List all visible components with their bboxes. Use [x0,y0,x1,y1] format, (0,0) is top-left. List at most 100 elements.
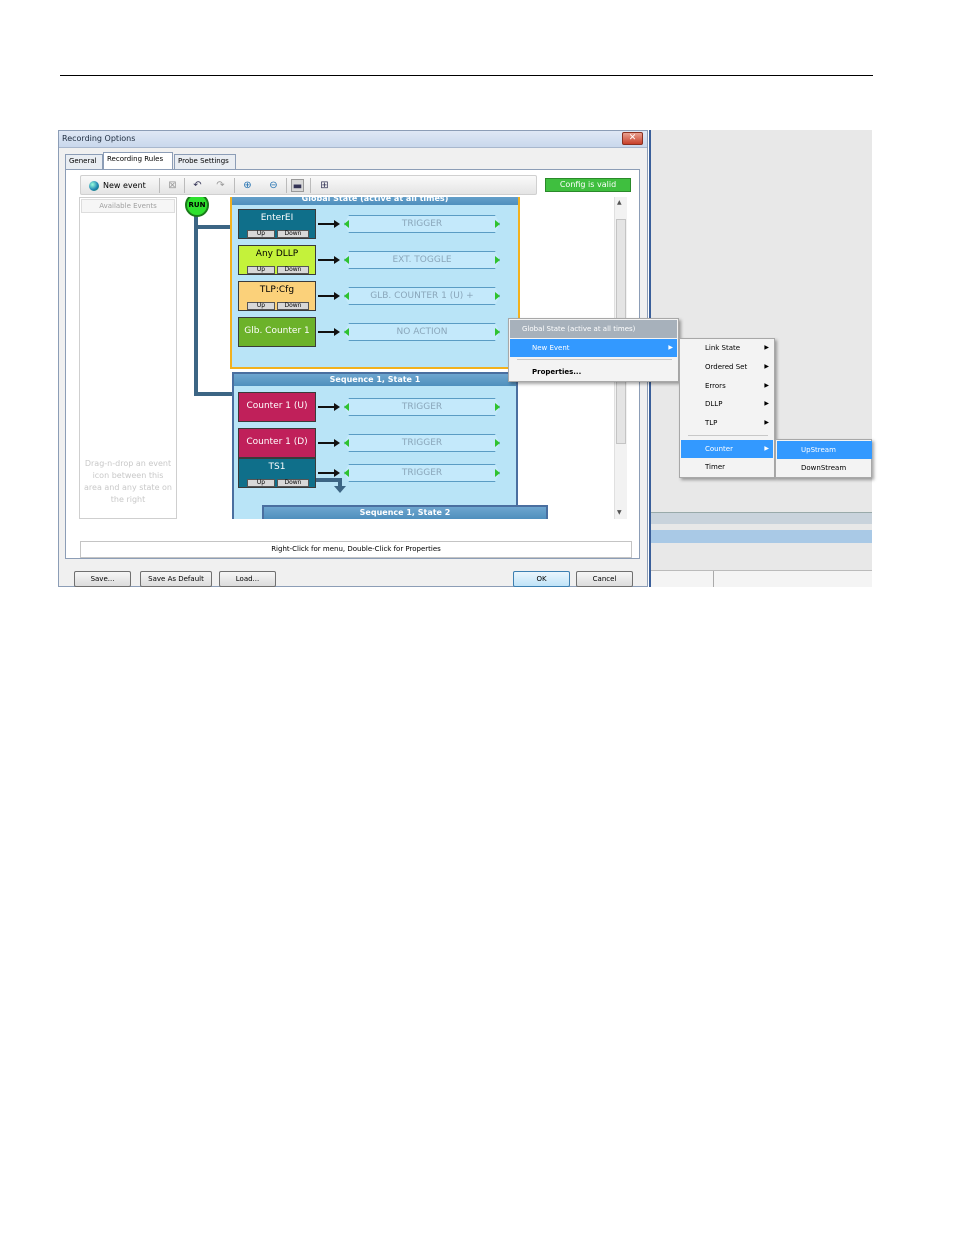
action-trigger[interactable]: TRIGGER [344,215,500,233]
submenu-arrow-icon: ▶ [764,445,769,452]
action-left-tip [344,328,349,336]
down-toggle[interactable]: Down [277,479,309,487]
sequence1-state1-title: Sequence 1, State 1 [234,374,516,386]
event-ts1[interactable]: TS1 Up Down [238,458,316,488]
action-trigger[interactable]: TRIGGER [344,398,500,416]
bg-panel-header [651,512,872,524]
action-label: TRIGGER [344,215,500,233]
global-state-title: Global State (active at all times) [232,197,518,205]
menu-item-label: New Event [532,344,570,352]
status-hint: Right-Click for menu, Double-Click for P… [80,541,632,558]
view-icon[interactable]: ▬ [291,179,304,192]
event-any-dllp[interactable]: Any DLLP Up Down [238,245,316,275]
menu-item-dllp[interactable]: DLLP▶ [681,395,773,413]
properties-icon[interactable]: ⊞ [320,180,329,191]
sequence1-state2-title: Sequence 1, State 2 [264,507,546,519]
cancel-button[interactable]: Cancel [576,571,633,587]
menu-item-label: Link State [705,344,741,352]
action-no-action[interactable]: NO ACTION [344,323,500,341]
action-left-tip [344,256,349,264]
flow-line [338,478,342,488]
action-left-tip [344,439,349,447]
tab-recording-rules[interactable]: Recording Rules [103,152,173,170]
close-button[interactable]: ✕ [622,132,643,145]
menu-item-link-state[interactable]: Link State ▶ [681,339,773,357]
event-tlp-cfg[interactable]: TLP:Cfg Up Down [238,281,316,311]
down-toggle[interactable]: Down [277,302,309,310]
action-glb-counter[interactable]: GLB. COUNTER 1 (U) + [344,287,500,305]
undo-icon[interactable]: ↶ [193,180,202,191]
connector-arrow [318,403,340,411]
redo-icon[interactable]: ↷ [216,180,225,191]
up-toggle[interactable]: Up [247,302,275,310]
menu-item-tlp[interactable]: TLP▶ [681,414,773,432]
scroll-up-icon[interactable]: ▲ [617,199,622,206]
up-toggle[interactable]: Up [247,266,275,274]
menu-item-timer[interactable]: Timer [705,463,726,471]
menu-item-ordered-set[interactable]: Ordered Set▶ [681,358,773,376]
page-rule [60,75,873,76]
toolbar-separator [184,178,185,193]
tab-general[interactable]: General [65,154,103,169]
menu-item-label: Counter [705,445,733,453]
sequence1-state1[interactable]: Sequence 1, State 1 Counter 1 (U) TRIGGE… [232,372,518,519]
connector-arrow [318,328,340,336]
zoom-out-icon[interactable]: ⊖ [269,180,278,191]
menu-item-counter[interactable]: Counter ▶ [681,440,773,458]
sequence1-state2[interactable]: Sequence 1, State 2 [262,505,548,519]
flow-arrowhead [334,486,346,493]
connector-arrow [318,469,340,477]
action-left-tip [344,220,349,228]
action-left-tip [344,469,349,477]
menu-separator [517,359,672,360]
flow-line [194,213,198,396]
up-toggle[interactable]: Up [247,479,275,487]
menu-item-properties[interactable]: Properties... [532,368,582,376]
load-button[interactable]: Load... [219,571,276,587]
submenu-arrow-icon: ▶ [764,344,769,351]
connector-arrow [318,256,340,264]
action-trigger[interactable]: TRIGGER [344,434,500,452]
delete-icon[interactable]: ⊠ [168,180,177,191]
global-state[interactable]: Global State (active at all times) Enter… [230,197,520,369]
save-button[interactable]: Save... [74,571,131,587]
event-label: TS1 [268,462,286,472]
new-event-icon [89,180,99,191]
bg-status-bar [651,570,872,587]
event-counter-1-u[interactable]: Counter 1 (U) [238,392,316,422]
event-enterei[interactable]: EnterEI Up Down [238,209,316,239]
action-ext-toggle[interactable]: EXT. TOGGLE [344,251,500,269]
menu-item-downstream[interactable]: DownStream [801,464,847,472]
event-glb-counter-1[interactable]: Glb. Counter 1 [238,317,316,347]
menu-item-label: Ordered Set [705,363,748,371]
recording-rules-panel: New event ⊠ ↶ ↷ ⊕ ⊖ ▬ ⊞ Config is valid … [65,169,640,559]
action-right-tip [495,328,500,336]
zoom-in-icon[interactable]: ⊕ [243,180,252,191]
submenu-arrow-icon: ▶ [764,400,769,407]
action-trigger[interactable]: TRIGGER [344,464,500,482]
down-toggle[interactable]: Down [277,230,309,238]
down-toggle[interactable]: Down [277,266,309,274]
connector-arrow [318,439,340,447]
up-toggle[interactable]: Up [247,230,275,238]
connector-arrow [318,220,340,228]
scroll-down-icon[interactable]: ▼ [617,509,622,516]
event-label: Any DLLP [255,249,299,259]
flow-line [194,392,234,396]
event-counter-1-d[interactable]: Counter 1 (D) [238,428,316,458]
menu-item-upstream[interactable]: UpStream [777,441,872,459]
new-event-button[interactable]: New event [89,178,146,193]
action-right-tip [495,469,500,477]
event-label: EnterEI [260,213,294,223]
config-status-badge: Config is valid [545,178,631,192]
menu-item-errors[interactable]: Errors▶ [681,377,773,395]
action-label: GLB. COUNTER 1 (U) + [344,287,500,305]
counter-submenu: UpStream DownStream [775,439,872,478]
tab-probe-settings[interactable]: Probe Settings [174,154,236,169]
ok-button[interactable]: OK [513,571,570,587]
run-node[interactable]: RUN [185,197,209,217]
context-menu-header: Global State (active at all times) [510,320,677,338]
action-right-tip [495,220,500,228]
menu-item-new-event[interactable]: New Event ▶ [510,339,677,357]
save-as-default-button[interactable]: Save As Default [140,571,212,587]
